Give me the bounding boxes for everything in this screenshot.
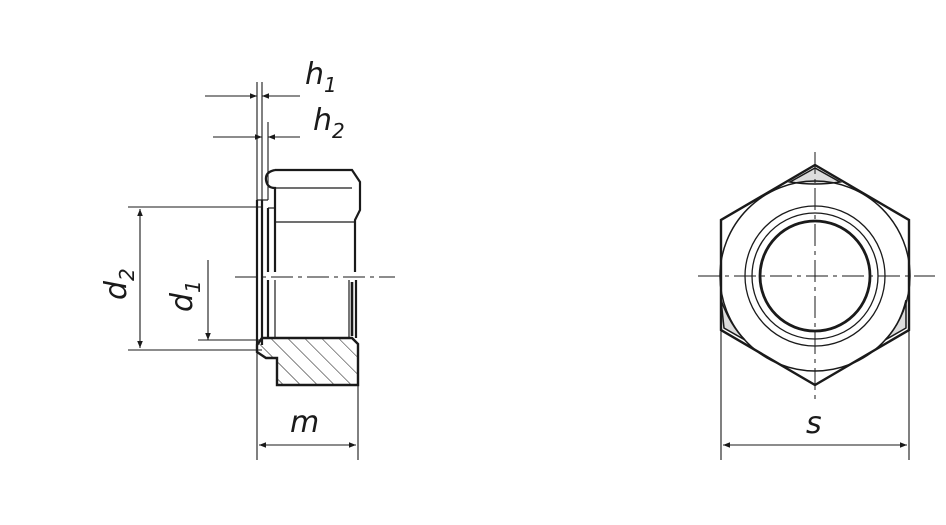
bore-thread-lines <box>266 280 358 338</box>
weld-collar <box>255 199 268 345</box>
label-m: m <box>290 405 319 440</box>
label-d2: d2 <box>99 268 139 300</box>
side-section-view <box>235 168 395 387</box>
front-dimensions <box>720 330 910 460</box>
label-s: s <box>806 406 822 441</box>
corner-chamfers <box>720 167 907 341</box>
front-hex-view <box>698 152 935 400</box>
side-dimensions <box>128 82 359 460</box>
hatched-section <box>255 336 360 387</box>
label-h2: h2 <box>313 103 345 143</box>
label-h1: h1 <box>305 57 337 97</box>
label-d1: d1 <box>165 280 205 312</box>
nut-upper-outline <box>264 168 362 272</box>
